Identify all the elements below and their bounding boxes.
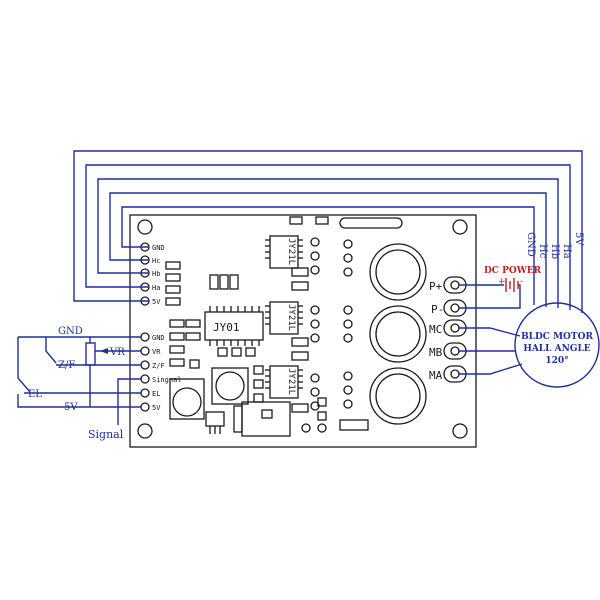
capacitor: [369, 367, 427, 425]
driver-ic-3-label: JY21L: [286, 368, 296, 395]
pcb-board: JY21L JY21L JY21L JY01: [129, 214, 477, 448]
control-pin-gnd: GND: [152, 334, 165, 342]
hall-wiring: GND Hc Hb Ha 5V: [73, 150, 584, 313]
header-pin-5v: 5V: [152, 298, 161, 306]
dc-power-supply: DC POWER + -: [459, 266, 542, 309]
control-pin-vr: VR: [152, 348, 161, 356]
label-vr: VR: [109, 347, 125, 358]
wire-5v: [73, 150, 583, 313]
motor-label-1: BLDC MOTOR: [521, 332, 593, 342]
controller-chip: JY01: [204, 306, 264, 346]
voltage-regulator: [233, 401, 291, 437]
terminal-ma: MA: [429, 369, 443, 382]
small-capacitor: [169, 378, 205, 420]
hall-label-ha: Ha: [561, 244, 572, 259]
mounting-hole: [137, 219, 153, 235]
label-gnd: GND: [58, 326, 83, 337]
wire-signal: [117, 378, 141, 425]
hall-label-hb: Hb: [549, 244, 560, 259]
smd-part: [289, 216, 303, 225]
header-pin-hc: Hc: [152, 257, 160, 265]
wire-control-5v: [17, 394, 141, 408]
wire-gnd: [121, 206, 535, 305]
wire-ha: [85, 164, 571, 310]
via-holes: [301, 237, 353, 433]
header-pin-ha: Ha: [152, 284, 160, 292]
control-pin-signal: Singnal: [152, 376, 182, 384]
driver-ic-1: JY21L: [265, 235, 303, 269]
small-capacitor: [211, 367, 249, 405]
smd-part: [315, 216, 329, 225]
hall-label-gnd: GND: [525, 232, 536, 257]
motor-label-2: HALL ANGLE: [523, 344, 590, 354]
wire-hb: [97, 178, 559, 308]
mounting-hole: [137, 423, 153, 439]
mounting-hole: [452, 219, 468, 235]
hall-label-5v: 5V: [573, 232, 584, 246]
driver-ic-3: JY21L: [265, 365, 303, 399]
hall-label-hc: Hc: [537, 244, 548, 259]
terminal-mb: MB: [429, 346, 443, 359]
mounting-hole: [452, 423, 468, 439]
wire-hc: [109, 192, 547, 307]
power-terminal: P+ P-: [429, 276, 467, 317]
header-pin-hb: Hb: [152, 270, 160, 278]
dc-power-label: DC POWER: [484, 266, 542, 276]
driver-ic-2-label: JY21L: [286, 304, 296, 331]
terminal-mc: MC: [429, 323, 442, 336]
motor-terminal: MC MB MA: [429, 319, 467, 383]
smd-components: [165, 261, 369, 431]
control-pin-el: EL: [152, 390, 160, 398]
capacitor: [369, 243, 427, 301]
dc-minus-sign: -: [520, 277, 523, 287]
potentiometer: [85, 342, 96, 366]
top-slot: [339, 217, 403, 229]
dc-plus-sign: +: [498, 277, 506, 287]
label-el: EL: [28, 389, 42, 400]
label-signal: Signal: [88, 428, 124, 441]
terminal-p-minus: P-: [431, 303, 444, 316]
driver-ic-1-label: JY21L: [286, 238, 296, 265]
control-pin-zf: Z/F: [152, 362, 165, 370]
terminal-p-plus: P+: [429, 280, 443, 293]
control-wiring: GND VR Z/F Signal EL 5V: [17, 326, 141, 441]
control-header: GND VR Z/F Singnal EL 5V: [140, 332, 182, 412]
motor-label-3: 120°: [545, 356, 568, 366]
driver-ic-2: JY21L: [265, 301, 303, 335]
header-pin-gnd: GND: [152, 244, 165, 252]
transistor: [205, 411, 225, 434]
controller-chip-label: JY01: [213, 321, 240, 334]
label-5v: 5V: [64, 402, 78, 413]
left-header: GND Hc Hb Ha 5V: [140, 242, 165, 306]
bldc-motor: BLDC MOTOR HALL ANGLE 120°: [459, 302, 600, 388]
capacitor: [369, 305, 427, 363]
control-pin-5v: 5V: [152, 404, 161, 412]
label-zf: Z/F: [58, 360, 75, 371]
